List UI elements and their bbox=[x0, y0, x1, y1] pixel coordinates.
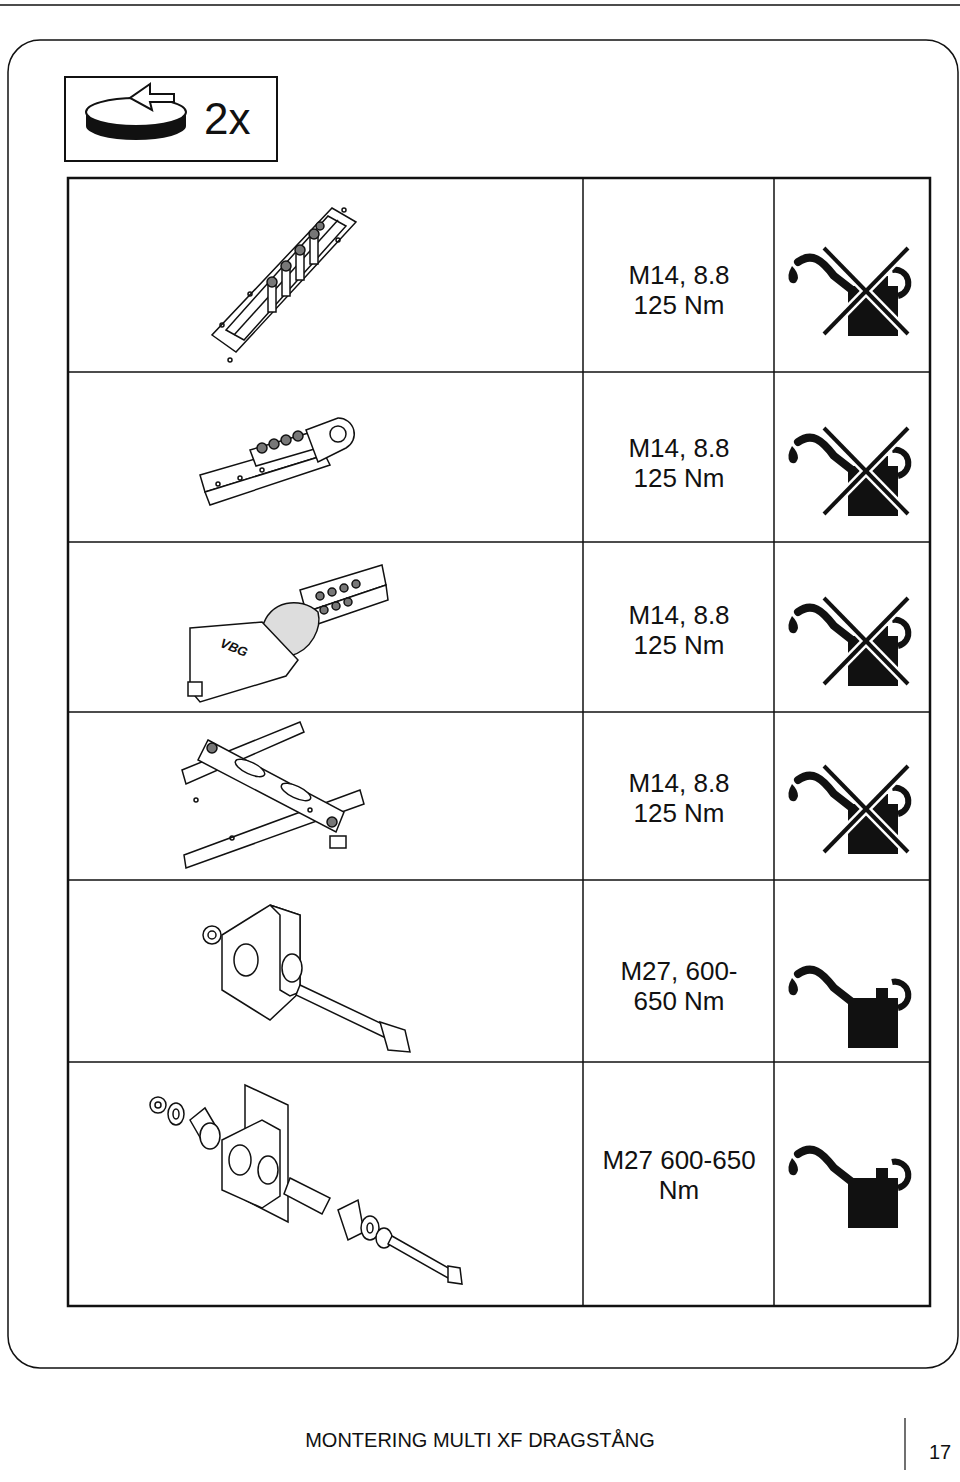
page-number: 17 bbox=[923, 1440, 957, 1464]
torque-spec: M27, 600-650 Nm bbox=[599, 956, 759, 1016]
coupling-illustration bbox=[188, 565, 388, 702]
torque-spec: M27 600-650 Nm bbox=[599, 1145, 759, 1205]
torque-spec: M14, 8.8 125 Nm bbox=[614, 600, 744, 660]
bushing-illustration bbox=[150, 1085, 462, 1284]
torque-spec: M14, 8.8 125 Nm bbox=[614, 433, 744, 493]
count-text: 2x bbox=[204, 97, 250, 141]
page-title: MONTERING MULTI XF DRAGSTÅNG bbox=[260, 1428, 700, 1452]
bar-illustration bbox=[200, 418, 354, 505]
table-grid bbox=[68, 178, 930, 1306]
rotation-icon bbox=[86, 84, 186, 140]
torque-spec: M14, 8.8 125 Nm bbox=[614, 768, 744, 828]
count-box: 2x bbox=[64, 76, 278, 162]
torque-spec: M14, 8.8 125 Nm bbox=[614, 260, 744, 320]
rail-illustration bbox=[212, 208, 356, 362]
crossbar-illustration bbox=[182, 722, 364, 868]
bracket-illustration bbox=[203, 905, 410, 1052]
